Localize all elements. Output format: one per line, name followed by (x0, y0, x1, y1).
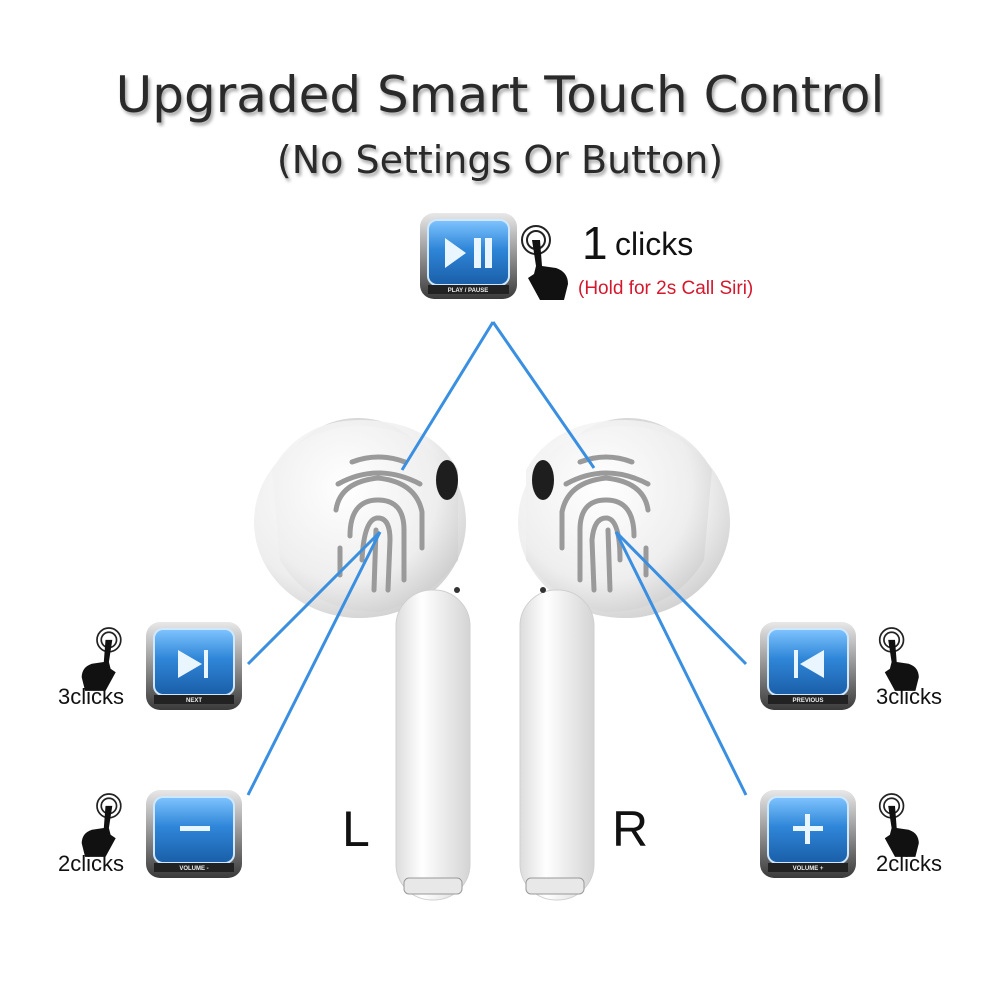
plus-icon (793, 814, 823, 844)
right-volume-clicks-label: 2clicks (876, 851, 943, 876)
tap-hand-icon (878, 793, 919, 857)
right-earbud (518, 418, 730, 901)
next-button (146, 622, 242, 710)
right-side-letter: R (612, 801, 649, 857)
next-icon (178, 650, 208, 678)
previous-icon (794, 650, 824, 678)
left-side-letter: L (342, 801, 370, 857)
volume-down-button (146, 790, 242, 878)
left-volume-clicks-label: 2clicks (58, 851, 125, 876)
play-pause-icon (445, 238, 492, 268)
minus-icon (180, 826, 210, 831)
previous-caption: PREVIOUS (792, 698, 823, 704)
left-next-clicks-label: 3clicks (58, 684, 125, 709)
play-pause-button (420, 213, 517, 299)
next-caption: NEXT (186, 698, 202, 704)
fingerprint-icon (333, 454, 425, 593)
volume-up-button (760, 790, 856, 878)
tap-hand-icon (878, 627, 919, 691)
play-pause-caption: PLAY / PAUSE (448, 288, 489, 294)
previous-button (760, 622, 856, 710)
right-previous-clicks-label: 3clicks (876, 684, 943, 709)
volume-down-caption: VOLUME - (179, 866, 208, 872)
top-click-count: 1 (582, 217, 608, 269)
top-clicks-label: clicks (615, 226, 694, 262)
siri-note: (Hold for 2s Call Siri) (578, 278, 754, 299)
page-title: Upgraded Smart Touch Control (115, 66, 885, 124)
tap-hand-icon (521, 225, 568, 300)
page-subtitle: (No Settings Or Button) (276, 138, 724, 182)
left-earbud (254, 418, 471, 901)
tap-hand-icon (81, 793, 122, 857)
connector-lines (246, 321, 748, 796)
volume-up-caption: VOLUME + (793, 866, 824, 872)
tap-hand-icon (81, 627, 122, 691)
